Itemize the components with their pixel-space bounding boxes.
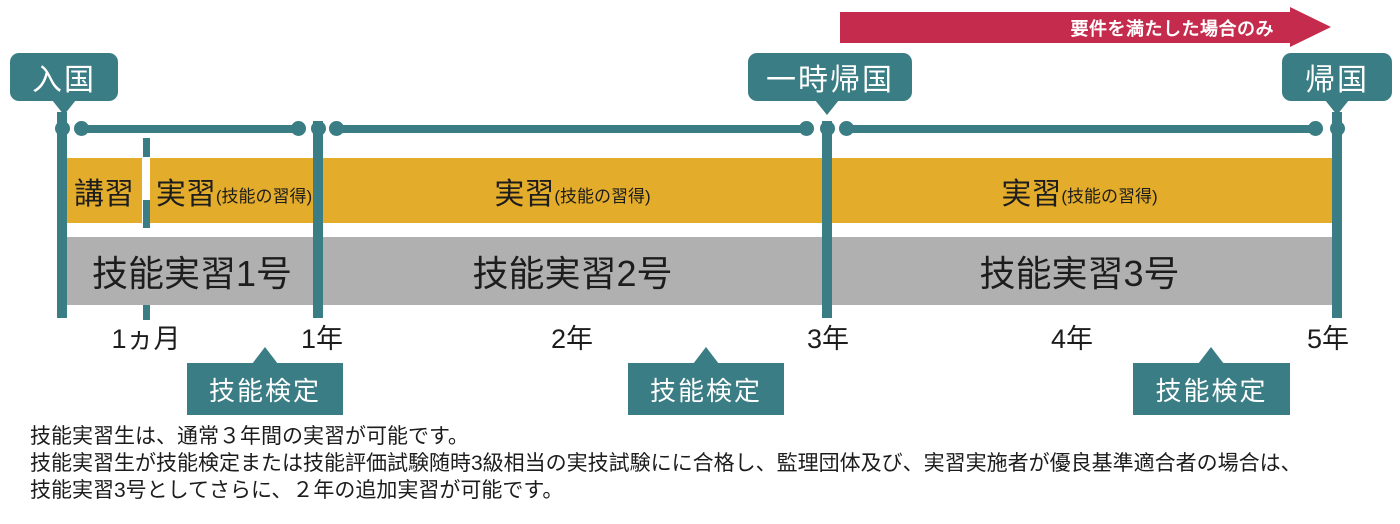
one-month-divider — [143, 138, 150, 157]
notes: 技能実習生は、通常３年間の実習が可能です。 技能実習生が技能検定または技能評価試… — [30, 423, 1395, 504]
milestone-entry: 入国 — [10, 53, 118, 101]
practice-note: (技能の習得) — [215, 187, 313, 206]
milestone-temporary-return-label: 一時帰国 — [766, 64, 894, 97]
practice-bar — [150, 158, 1332, 223]
note-line-3: 技能実習3号としてさらに、２年の追加実習が可能です。 — [30, 479, 564, 502]
milestone-return-pointer-icon — [1325, 100, 1349, 115]
skill-test-pointer-icon — [693, 347, 719, 364]
timeline-dot — [1308, 121, 1323, 136]
skill-test-badge-1: 技能検定 — [187, 363, 343, 415]
time-mark-1month: 1ヵ月 — [111, 324, 181, 354]
time-mark-year3: 3年 — [806, 324, 850, 354]
practice-note: (技能の習得) — [1061, 187, 1158, 206]
timeline-dot — [839, 121, 854, 136]
time-mark-year5: 5年 — [1306, 324, 1350, 354]
timeline-dot — [820, 121, 835, 136]
skill-test-badge-2: 技能検定 — [628, 363, 784, 415]
milestone-return: 帰国 — [1282, 53, 1392, 101]
practice-label: 実習 — [494, 177, 555, 211]
boundary-line-year5 — [1332, 112, 1342, 318]
program-bar — [66, 237, 1332, 305]
timeline-dot — [55, 121, 70, 136]
timeline-dot — [291, 121, 306, 136]
timeline-segment-2 — [336, 125, 806, 133]
timeline-dot — [1330, 121, 1345, 136]
requirements-arrow: 要件を満たした場合のみ — [840, 12, 1290, 43]
lecture-label: 講習 — [74, 177, 134, 211]
boundary-line-year1 — [313, 121, 323, 318]
boundary-line-year3 — [822, 121, 832, 318]
practice-label: 実習 — [155, 177, 216, 211]
note-line-2: 技能実習生が技能検定または技能評価試験随時3級相当の実技試験にに合格し、監理団体… — [30, 452, 1302, 475]
program-label-3: 技能実習3号 — [979, 253, 1180, 294]
timeline-dot — [311, 121, 326, 136]
timeline-segment-3 — [846, 125, 1315, 133]
practice-label-group-2: 実習(技能の習得) — [318, 158, 827, 223]
skill-test-pointer-icon — [1198, 347, 1224, 364]
lecture-bar — [66, 158, 142, 223]
program-label-2: 技能実習2号 — [472, 253, 673, 294]
milestone-temporary-return-pointer-icon — [815, 100, 839, 115]
practice-label-group-3: 実習(技能の習得) — [827, 158, 1332, 223]
timeline-dot — [74, 121, 89, 136]
boundary-line-entry — [57, 112, 67, 318]
one-month-divider — [143, 200, 150, 228]
requirements-arrow-head-icon — [1290, 7, 1331, 47]
practice-label: 実習 — [1001, 177, 1062, 211]
milestone-return-label: 帰国 — [1305, 64, 1369, 97]
program-label-1: 技能実習1号 — [91, 253, 293, 294]
milestone-temporary-return: 一時帰国 — [748, 53, 912, 101]
one-month-divider — [143, 305, 150, 320]
skill-test-pointer-icon — [252, 347, 278, 364]
timeline-dot — [799, 121, 814, 136]
time-mark-year2: 2年 — [550, 324, 594, 354]
milestone-entry-label: 入国 — [32, 64, 96, 97]
time-mark-year4: 4年 — [1050, 324, 1094, 354]
practice-label-group-1: 実習(技能の習得) — [150, 158, 318, 223]
time-mark-year1: 1年 — [300, 324, 344, 354]
requirements-arrow-label: 要件を満たした場合のみ — [1070, 18, 1274, 39]
skill-test-badge-3: 技能検定 — [1133, 363, 1290, 415]
note-line-1: 技能実習生は、通常３年間の実習が可能です。 — [30, 425, 469, 448]
practice-note: (技能の習得) — [554, 187, 651, 206]
timeline-segment-1 — [81, 125, 298, 133]
timeline-dot — [329, 121, 344, 136]
milestone-entry-pointer-icon — [52, 100, 76, 115]
